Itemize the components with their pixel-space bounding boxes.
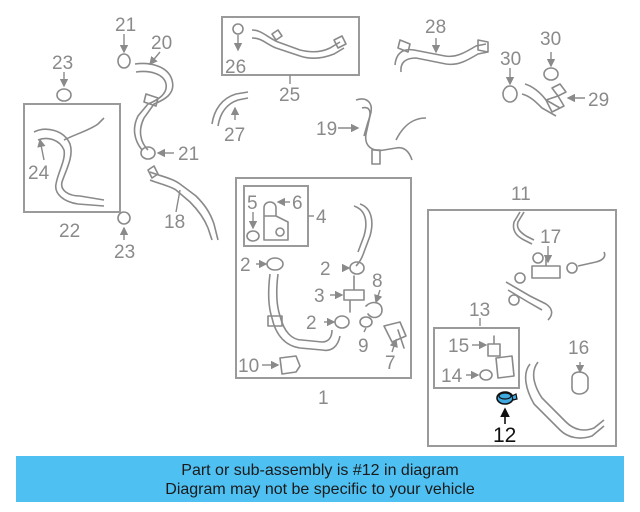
label-21-top: 21 bbox=[115, 15, 136, 36]
part-25-connector bbox=[271, 29, 347, 49]
label-11: 11 bbox=[511, 184, 531, 205]
label-2-c: 2 bbox=[306, 313, 317, 334]
part-11-lower-pipe bbox=[505, 281, 553, 321]
group-box-11 bbox=[427, 209, 617, 447]
label-18: 18 bbox=[164, 212, 185, 233]
label-2-b: 2 bbox=[320, 259, 331, 280]
label-4: 4 bbox=[316, 207, 327, 228]
part-2-clamp-b bbox=[342, 261, 365, 275]
part-21-clamp-mid bbox=[140, 146, 174, 160]
label-9: 9 bbox=[358, 336, 369, 357]
label-20: 20 bbox=[151, 33, 172, 54]
part-2-clamp-a bbox=[256, 257, 284, 271]
part-20-hose bbox=[133, 62, 174, 151]
part-2-clamp-c bbox=[324, 315, 350, 329]
label-3: 3 bbox=[314, 286, 325, 307]
label-23-top: 23 bbox=[52, 53, 73, 74]
label-14: 14 bbox=[441, 366, 463, 387]
label-12: 12 bbox=[493, 424, 516, 447]
label-2-a: 2 bbox=[240, 255, 251, 276]
label-30-b: 30 bbox=[540, 29, 561, 50]
banner-line-1: Part or sub-assembly is #12 in diagram bbox=[181, 462, 459, 479]
part-23-clamp-top bbox=[56, 72, 72, 102]
label-5: 5 bbox=[247, 193, 258, 214]
part-8-clip bbox=[365, 289, 383, 319]
part-21-clamp-top bbox=[117, 34, 131, 69]
label-16: 16 bbox=[568, 338, 589, 359]
label-7: 7 bbox=[385, 353, 396, 374]
label-29: 29 bbox=[588, 90, 609, 111]
part-1-lower-hose bbox=[267, 273, 341, 352]
label-22: 22 bbox=[59, 221, 80, 242]
label-10: 10 bbox=[238, 356, 259, 377]
part-26-clamp bbox=[232, 23, 244, 52]
label-6: 6 bbox=[292, 193, 303, 214]
label-27: 27 bbox=[224, 125, 245, 146]
part-11-return-hose bbox=[524, 361, 605, 439]
label-13: 13 bbox=[469, 300, 490, 321]
group-box-1 bbox=[235, 177, 412, 379]
part-27-hose bbox=[211, 91, 249, 127]
part-15-fitting bbox=[472, 335, 501, 357]
label-23-bottom: 23 bbox=[114, 242, 135, 263]
part-30-clamps bbox=[502, 52, 559, 103]
part-1-upper-hose bbox=[353, 203, 373, 267]
part-9-seal bbox=[359, 316, 373, 333]
part-12-highlighted[interactable] bbox=[496, 391, 518, 424]
part-11-pipe bbox=[512, 211, 535, 245]
parts-diagram: 21 20 23 26 25 28 30 30 29 27 19 24 21 1… bbox=[23, 15, 617, 447]
group-box-22 bbox=[23, 103, 121, 213]
part-23-clamp-bottom bbox=[117, 211, 131, 240]
part-10-cap bbox=[262, 355, 301, 375]
part-17-connector bbox=[531, 246, 606, 279]
part-28-hose bbox=[394, 43, 489, 73]
label-15: 15 bbox=[448, 336, 469, 357]
label-28: 28 bbox=[425, 17, 446, 38]
label-24: 24 bbox=[28, 163, 50, 184]
group-box-13 bbox=[433, 327, 520, 389]
label-8: 8 bbox=[372, 271, 383, 292]
label-25: 25 bbox=[279, 85, 300, 106]
label-30-a: 30 bbox=[500, 49, 521, 70]
part-6-fitting bbox=[263, 197, 290, 241]
label-19: 19 bbox=[316, 119, 337, 140]
info-banner: Part or sub-assembly is #12 in diagram D… bbox=[16, 456, 624, 502]
part-5-oring bbox=[246, 212, 260, 242]
part-19-hose bbox=[355, 98, 427, 161]
part-14-oring bbox=[466, 369, 493, 381]
label-21-mid: 21 bbox=[178, 144, 199, 165]
part-25-hose bbox=[251, 29, 345, 59]
label-26: 26 bbox=[225, 57, 246, 78]
part-22-hose bbox=[33, 128, 105, 207]
part-7-sensor bbox=[383, 321, 407, 353]
part-3-tee bbox=[330, 275, 365, 313]
label-1: 1 bbox=[318, 388, 329, 409]
label-17: 17 bbox=[540, 227, 561, 248]
banner-line-2: Diagram may not be specific to your vehi… bbox=[165, 481, 475, 498]
part-16-clamp bbox=[571, 362, 589, 395]
part-18-pipe bbox=[149, 171, 219, 241]
